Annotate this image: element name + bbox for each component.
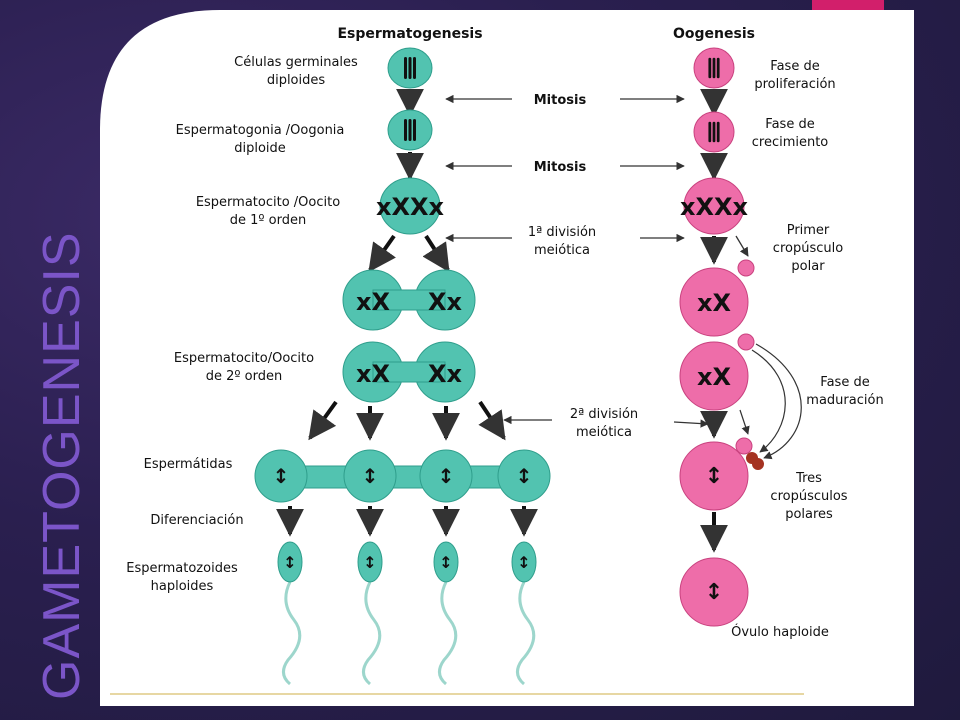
chromosome-glyph: ↕ [517, 553, 530, 572]
arrow-spermatid-4 [478, 400, 506, 441]
chromosome-glyph: Xx [428, 360, 463, 388]
label-2-division: 2ª división [570, 407, 638, 422]
polar-body-red-2 [752, 458, 764, 470]
chromosomes-xx-glyph: xXXx [680, 193, 748, 221]
label-polares: polares [785, 507, 833, 522]
accent-tab [812, 0, 884, 10]
arrow-split-left [368, 234, 396, 273]
sperm-head-3 [433, 541, 459, 583]
spermatozoa [282, 581, 536, 686]
label-espermatogonia: Espermatogonia /Oogonia [176, 123, 345, 138]
label-1-orden: de 1º orden [230, 213, 306, 228]
label-tres: Tres [795, 471, 822, 486]
label-cropusculos: cropúsculos [770, 489, 847, 504]
spermatids-chain [254, 449, 551, 503]
chromosomes-xx-glyph: xXXx [376, 193, 444, 221]
label-fase-crecimiento-2: crecimiento [752, 135, 829, 150]
label-diploides: diploides [267, 73, 326, 88]
label-espermatocito-2: Espermatocito/Oocito [174, 351, 314, 366]
side-title: GAMETOGENESIS [33, 231, 91, 700]
label-fase-maduracion-2: maduración [806, 393, 883, 408]
arrow-maturation-3 [739, 409, 750, 435]
label-espermatocito-1: Espermatocito /Oocito [196, 195, 340, 210]
arrow-spermatid-1 [308, 400, 338, 441]
label-fase-proliferacion-1: Fase de [770, 59, 819, 74]
label-1-division: 1ª división [528, 225, 596, 240]
chromosome-glyph: ↕ [516, 464, 533, 488]
label-primer: Primer [787, 223, 830, 238]
chromosome-glyph: ↕ [705, 580, 723, 605]
label-haploides: haploides [151, 579, 214, 594]
chromosome-glyph: ↕ [363, 553, 376, 572]
primary-spermatocyte [379, 177, 441, 235]
label-mitosis-1: Mitosis [534, 93, 587, 108]
label-2-orden: de 2º orden [206, 369, 282, 384]
header-oogenesis: Oogenesis [673, 26, 755, 42]
chromosome-glyph: xX [697, 289, 731, 317]
content-panel: Espermatogenesis Oogenesis Células germi… [100, 10, 914, 706]
label-celulas-germinales: Células germinales [234, 55, 358, 70]
chromosome-glyph: xX [697, 363, 731, 391]
sperm-head-4 [511, 541, 537, 583]
ovum-haploid [679, 557, 749, 627]
label-meiotica-1: meiótica [534, 243, 590, 258]
polar-body-1 [737, 259, 755, 277]
chromosome-glyph: ↕ [362, 464, 379, 488]
secondary-oocyte [679, 267, 749, 337]
polar-body-2 [737, 333, 755, 351]
label-fase-maduracion-1: Fase de [820, 375, 869, 390]
polar-body-3 [735, 437, 753, 455]
ootid [679, 341, 749, 411]
chromosome-glyph: xX [356, 288, 390, 316]
spermatogenesis-column: xXXx xX Xx xX Xx [254, 47, 551, 686]
label-fase-crecimiento-1: Fase de [765, 117, 814, 132]
arrow-maturation-2 [755, 343, 802, 460]
sperm-head-1 [277, 541, 303, 583]
label-espermatidas: Espermátidas [144, 457, 233, 472]
gametogenesis-diagram: Espermatogenesis Oogenesis Células germi… [100, 10, 914, 706]
sperm-head-2 [357, 541, 383, 583]
chromosome-glyph: ↕ [439, 553, 452, 572]
primary-oocyte [683, 177, 745, 235]
arrow-split-right [422, 234, 450, 273]
chromosome-glyph: ↕ [273, 464, 290, 488]
chromosome-glyph: xX [356, 360, 390, 388]
label-diploide: diploide [234, 141, 286, 156]
secondary-spermatocytes [342, 341, 476, 403]
label-espermatozoides: Espermatozoides [126, 561, 238, 576]
label-meiotica-2: meiótica [576, 425, 632, 440]
chromosome-glyph: ↕ [438, 464, 455, 488]
arrow-maturation-1 [751, 349, 786, 453]
header-espermatogenesis: Espermatogenesis [337, 26, 482, 42]
arrow-polar-1 [735, 235, 749, 257]
chromosome-glyph: Xx [428, 288, 463, 316]
label-cropusculo: cropúsculo [773, 241, 843, 256]
chromosome-glyph: ↕ [705, 464, 723, 489]
chromosome-glyph: ↕ [283, 553, 296, 572]
label-ovulo-haploide: Óvulo haploide [731, 624, 829, 640]
oogenesis-column: xXXx xX xX ↕ ↕ [679, 47, 802, 627]
label-mitosis-2: Mitosis [534, 160, 587, 175]
label-fase-proliferacion-2: proliferación [754, 77, 835, 92]
mature-oocyte [679, 441, 749, 511]
label-polar: polar [791, 259, 825, 274]
label-diferenciacion: Diferenciación [150, 513, 243, 528]
